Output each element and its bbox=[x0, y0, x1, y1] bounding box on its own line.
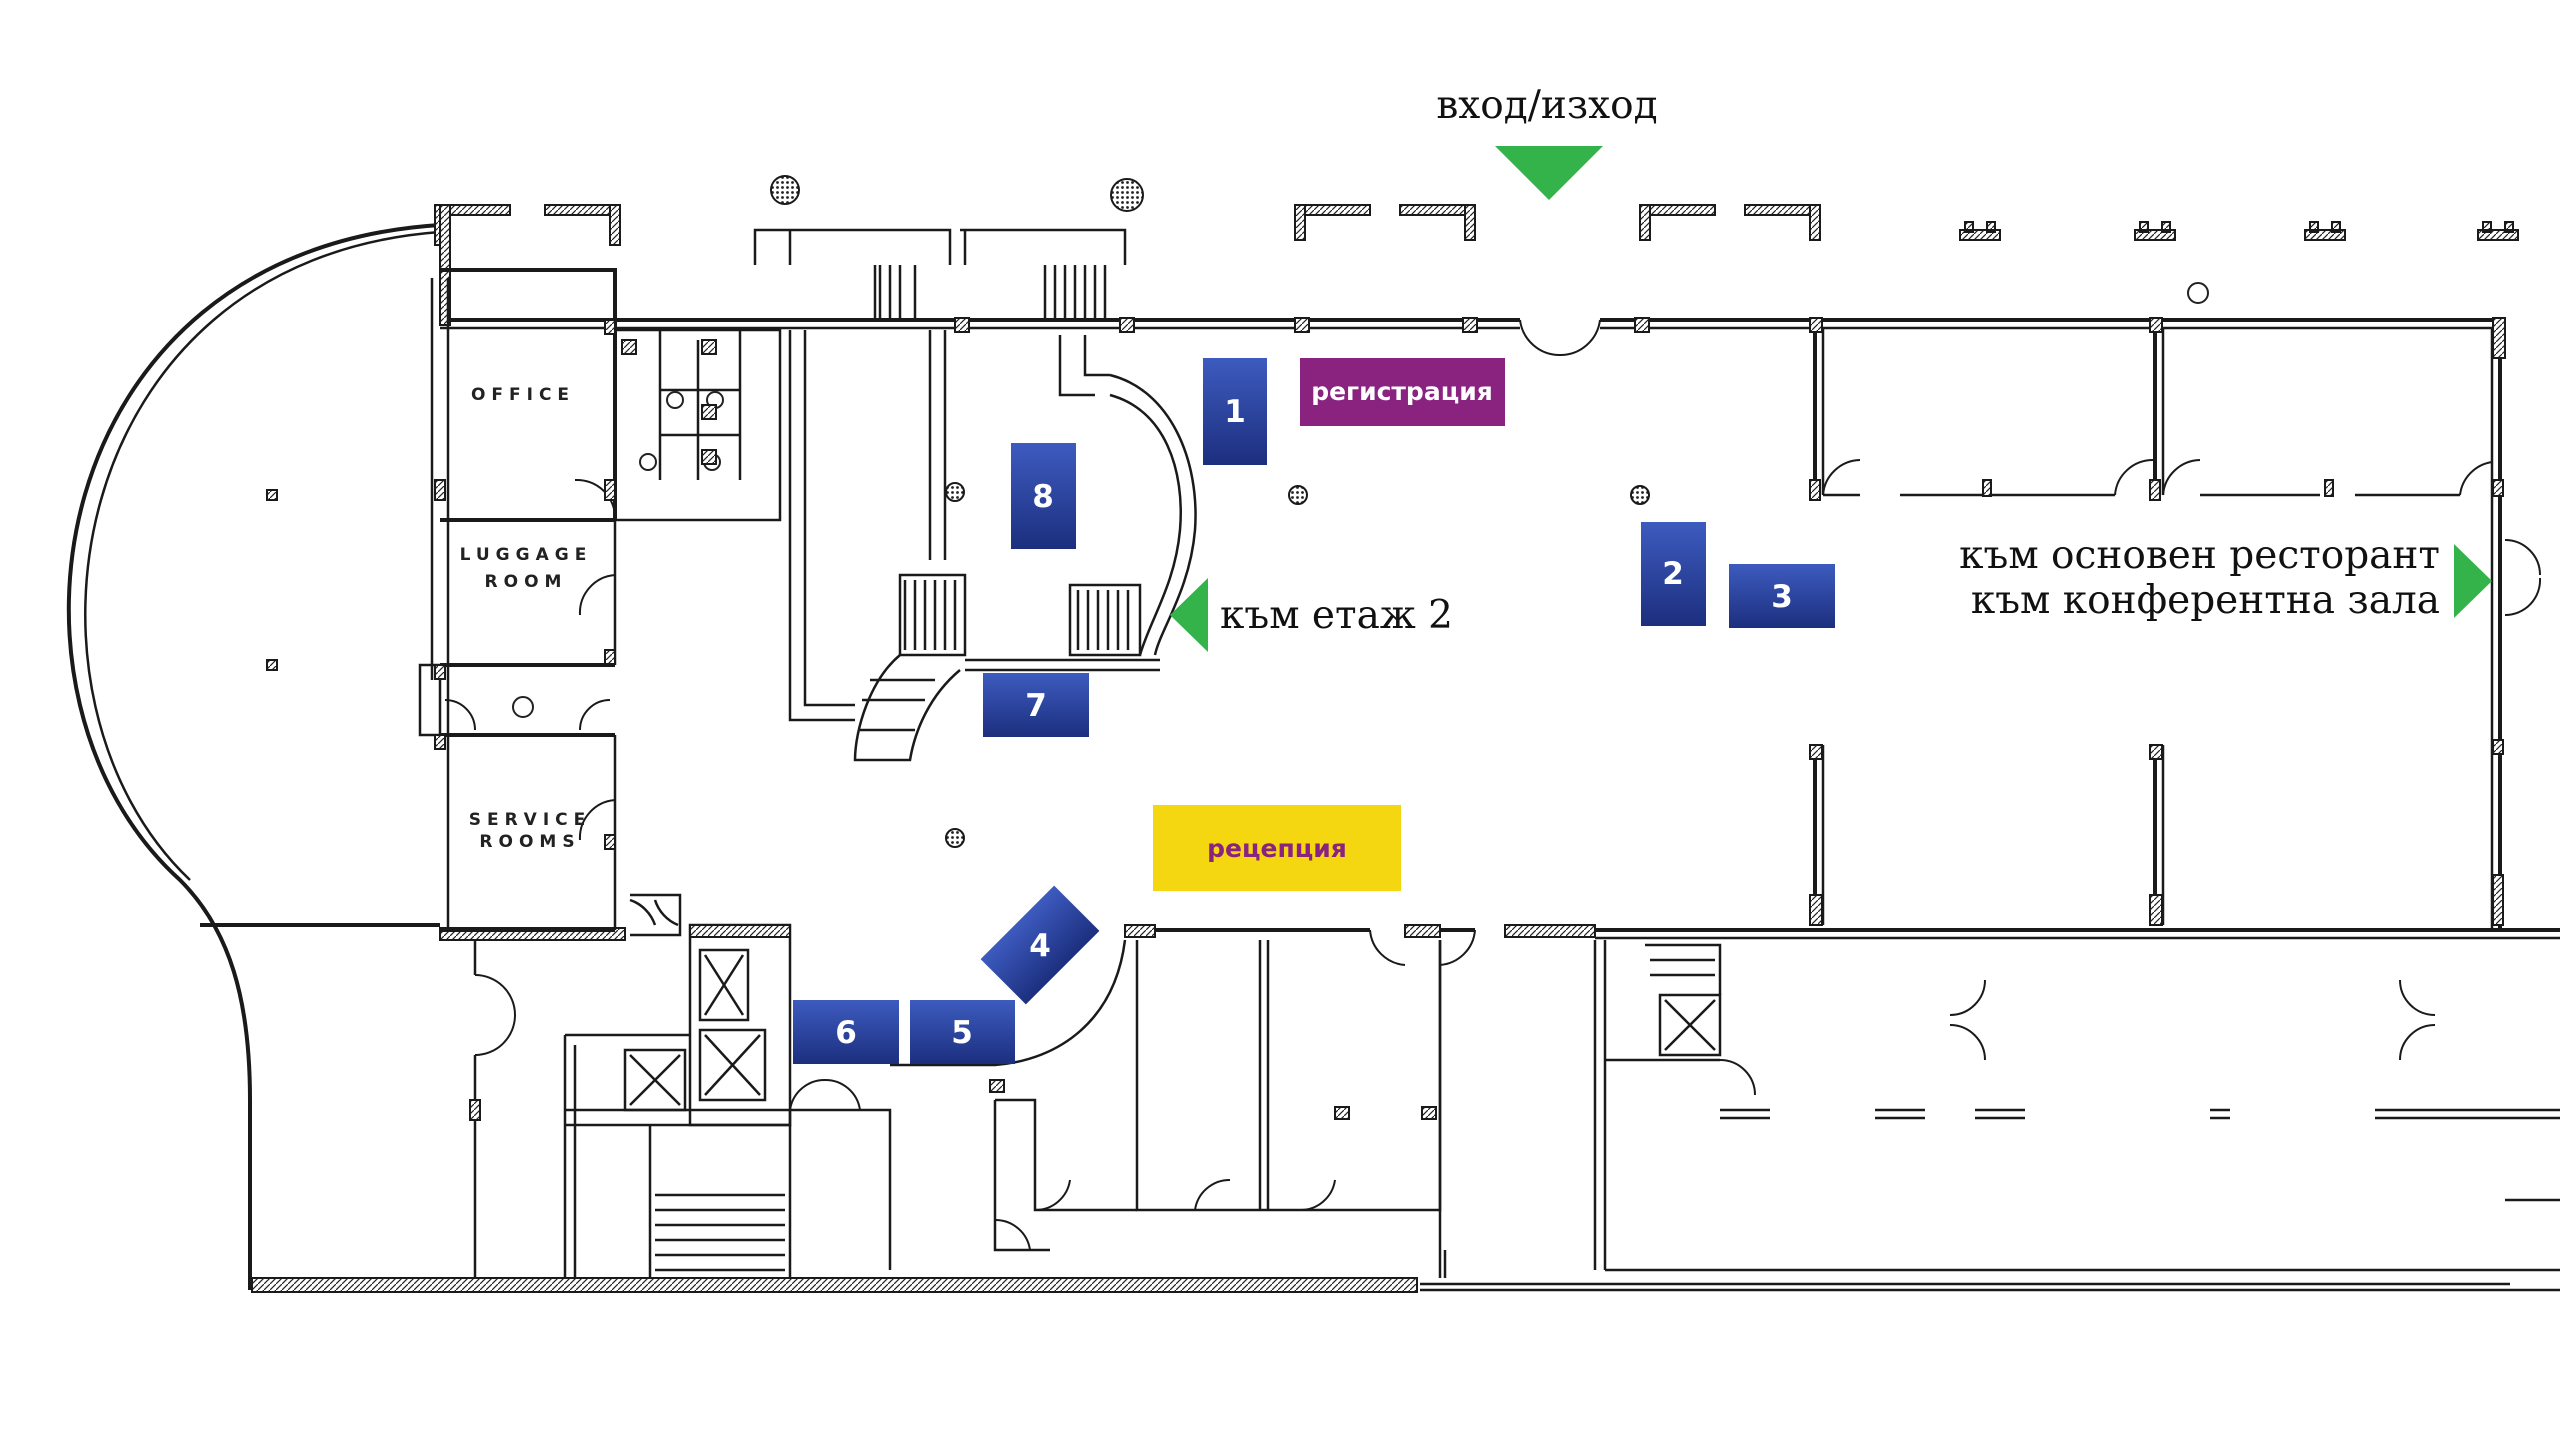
stand-markers: 1 2 3 4 5 6 7 8 bbox=[793, 358, 1835, 1064]
room-labels: OFFICE LUGGAGE ROOM SERVICE ROOMS bbox=[460, 385, 593, 852]
marker-5-label: 5 bbox=[951, 1015, 973, 1051]
marker-4[interactable]: 4 bbox=[980, 885, 1100, 1005]
marker-3-label: 3 bbox=[1771, 579, 1793, 615]
marker-5[interactable]: 5 bbox=[910, 1000, 1015, 1064]
marker-2-label: 2 bbox=[1662, 556, 1684, 592]
marker-6-label: 6 bbox=[835, 1015, 857, 1051]
triangle-down-icon bbox=[1495, 146, 1603, 200]
facade-piers bbox=[1959, 221, 2519, 241]
marker-8-label: 8 bbox=[1032, 479, 1054, 515]
room-office-label: OFFICE bbox=[471, 385, 575, 405]
to-floor-2-label: към етаж 2 bbox=[1220, 593, 1453, 638]
triangle-left-icon bbox=[1170, 578, 1208, 652]
room-service-label-1: SERVICE bbox=[469, 810, 592, 830]
to-conference-hall-label: към конферентна зала bbox=[1971, 578, 2440, 623]
marker-1-label: 1 bbox=[1224, 394, 1246, 430]
marker-1[interactable]: 1 bbox=[1203, 358, 1267, 465]
registration-tag[interactable]: регистрация bbox=[1300, 358, 1505, 426]
marker-7[interactable]: 7 bbox=[983, 673, 1089, 737]
room-luggage-label-2: ROOM bbox=[485, 572, 568, 592]
entrance-exit-label: вход/изход bbox=[1436, 83, 1657, 128]
entrance-indicator[interactable]: вход/изход bbox=[1436, 83, 1658, 200]
marker-6[interactable]: 6 bbox=[793, 1000, 899, 1064]
reception-tag[interactable]: рецепция bbox=[1153, 805, 1401, 891]
room-luggage-label-1: LUGGAGE bbox=[460, 545, 593, 565]
reception-label: рецепция bbox=[1207, 834, 1347, 863]
to-main-restaurant-label: към основен ресторант bbox=[1959, 533, 2440, 578]
marker-3[interactable]: 3 bbox=[1729, 564, 1835, 628]
restaurant-indicator[interactable]: към основен ресторант към конферентна за… bbox=[1959, 533, 2492, 623]
room-service-label-2: ROOMS bbox=[479, 832, 580, 852]
marker-2[interactable]: 2 bbox=[1641, 522, 1706, 626]
triangle-right-icon bbox=[2454, 544, 2492, 618]
building-walls bbox=[66, 175, 2560, 1293]
registration-label: регистрация bbox=[1311, 377, 1493, 406]
marker-7-label: 7 bbox=[1025, 688, 1047, 724]
floor2-indicator[interactable]: към етаж 2 bbox=[1170, 578, 1453, 652]
marker-4-label: 4 bbox=[1029, 928, 1051, 964]
marker-8[interactable]: 8 bbox=[1011, 443, 1076, 549]
